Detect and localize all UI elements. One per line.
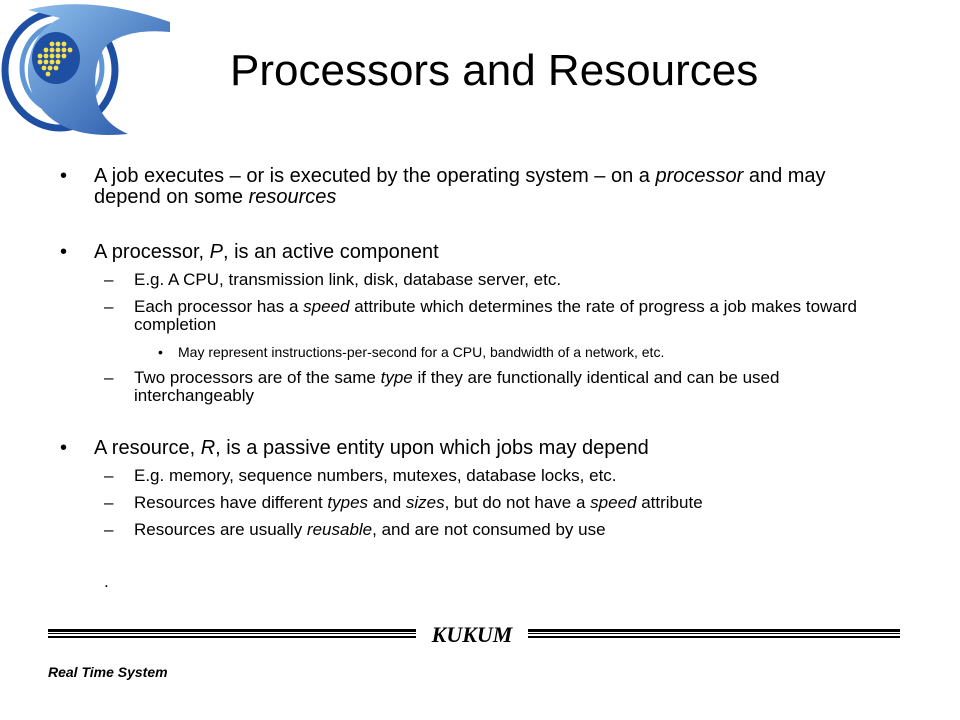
slide-title: Processors and Resources <box>230 46 759 95</box>
footer-caption: Real Time System <box>48 664 168 680</box>
slide-body: • A job executes – or is executed by the… <box>60 165 857 592</box>
bullet-text: A job executes – or is executed by the o… <box>94 165 826 208</box>
bullet-icon: • <box>60 437 68 459</box>
sub-bullet-text: Each processor has a speed attribute whi… <box>134 297 857 334</box>
trailing-dot: . <box>104 572 109 591</box>
bullet-icon: • <box>60 241 68 263</box>
dash-icon: – <box>104 368 114 387</box>
sub-bullet-text: Two processors are of the same type if t… <box>134 368 780 405</box>
dash-icon: – <box>104 297 114 316</box>
dash-icon: – <box>104 466 114 485</box>
bullet-icon: • <box>158 344 163 360</box>
dash-icon: – <box>104 270 114 289</box>
sub-bullet-text: Resources have different types and sizes… <box>134 493 703 512</box>
bullet-text: A resource, R, is a passive entity upon … <box>94 437 649 459</box>
kukum-logo-icon <box>1 4 170 136</box>
footer-rule-left <box>48 629 416 638</box>
sub-sub-bullet-text: May represent instructions-per-second fo… <box>178 344 665 360</box>
dash-icon: – <box>104 493 114 512</box>
sub-bullet-text: Resources are usually reusable, and are … <box>134 520 606 539</box>
footer-rule-right <box>528 629 900 638</box>
bullet-text: A processor, P, is an active component <box>94 241 439 263</box>
dash-icon: – <box>104 520 114 539</box>
sub-bullet-text: E.g. A CPU, transmission link, disk, dat… <box>134 270 562 289</box>
sub-bullet-text: E.g. memory, sequence numbers, mutexes, … <box>134 466 617 485</box>
footer-brand: KUKUM <box>431 622 513 647</box>
bullet-icon: • <box>60 165 68 187</box>
